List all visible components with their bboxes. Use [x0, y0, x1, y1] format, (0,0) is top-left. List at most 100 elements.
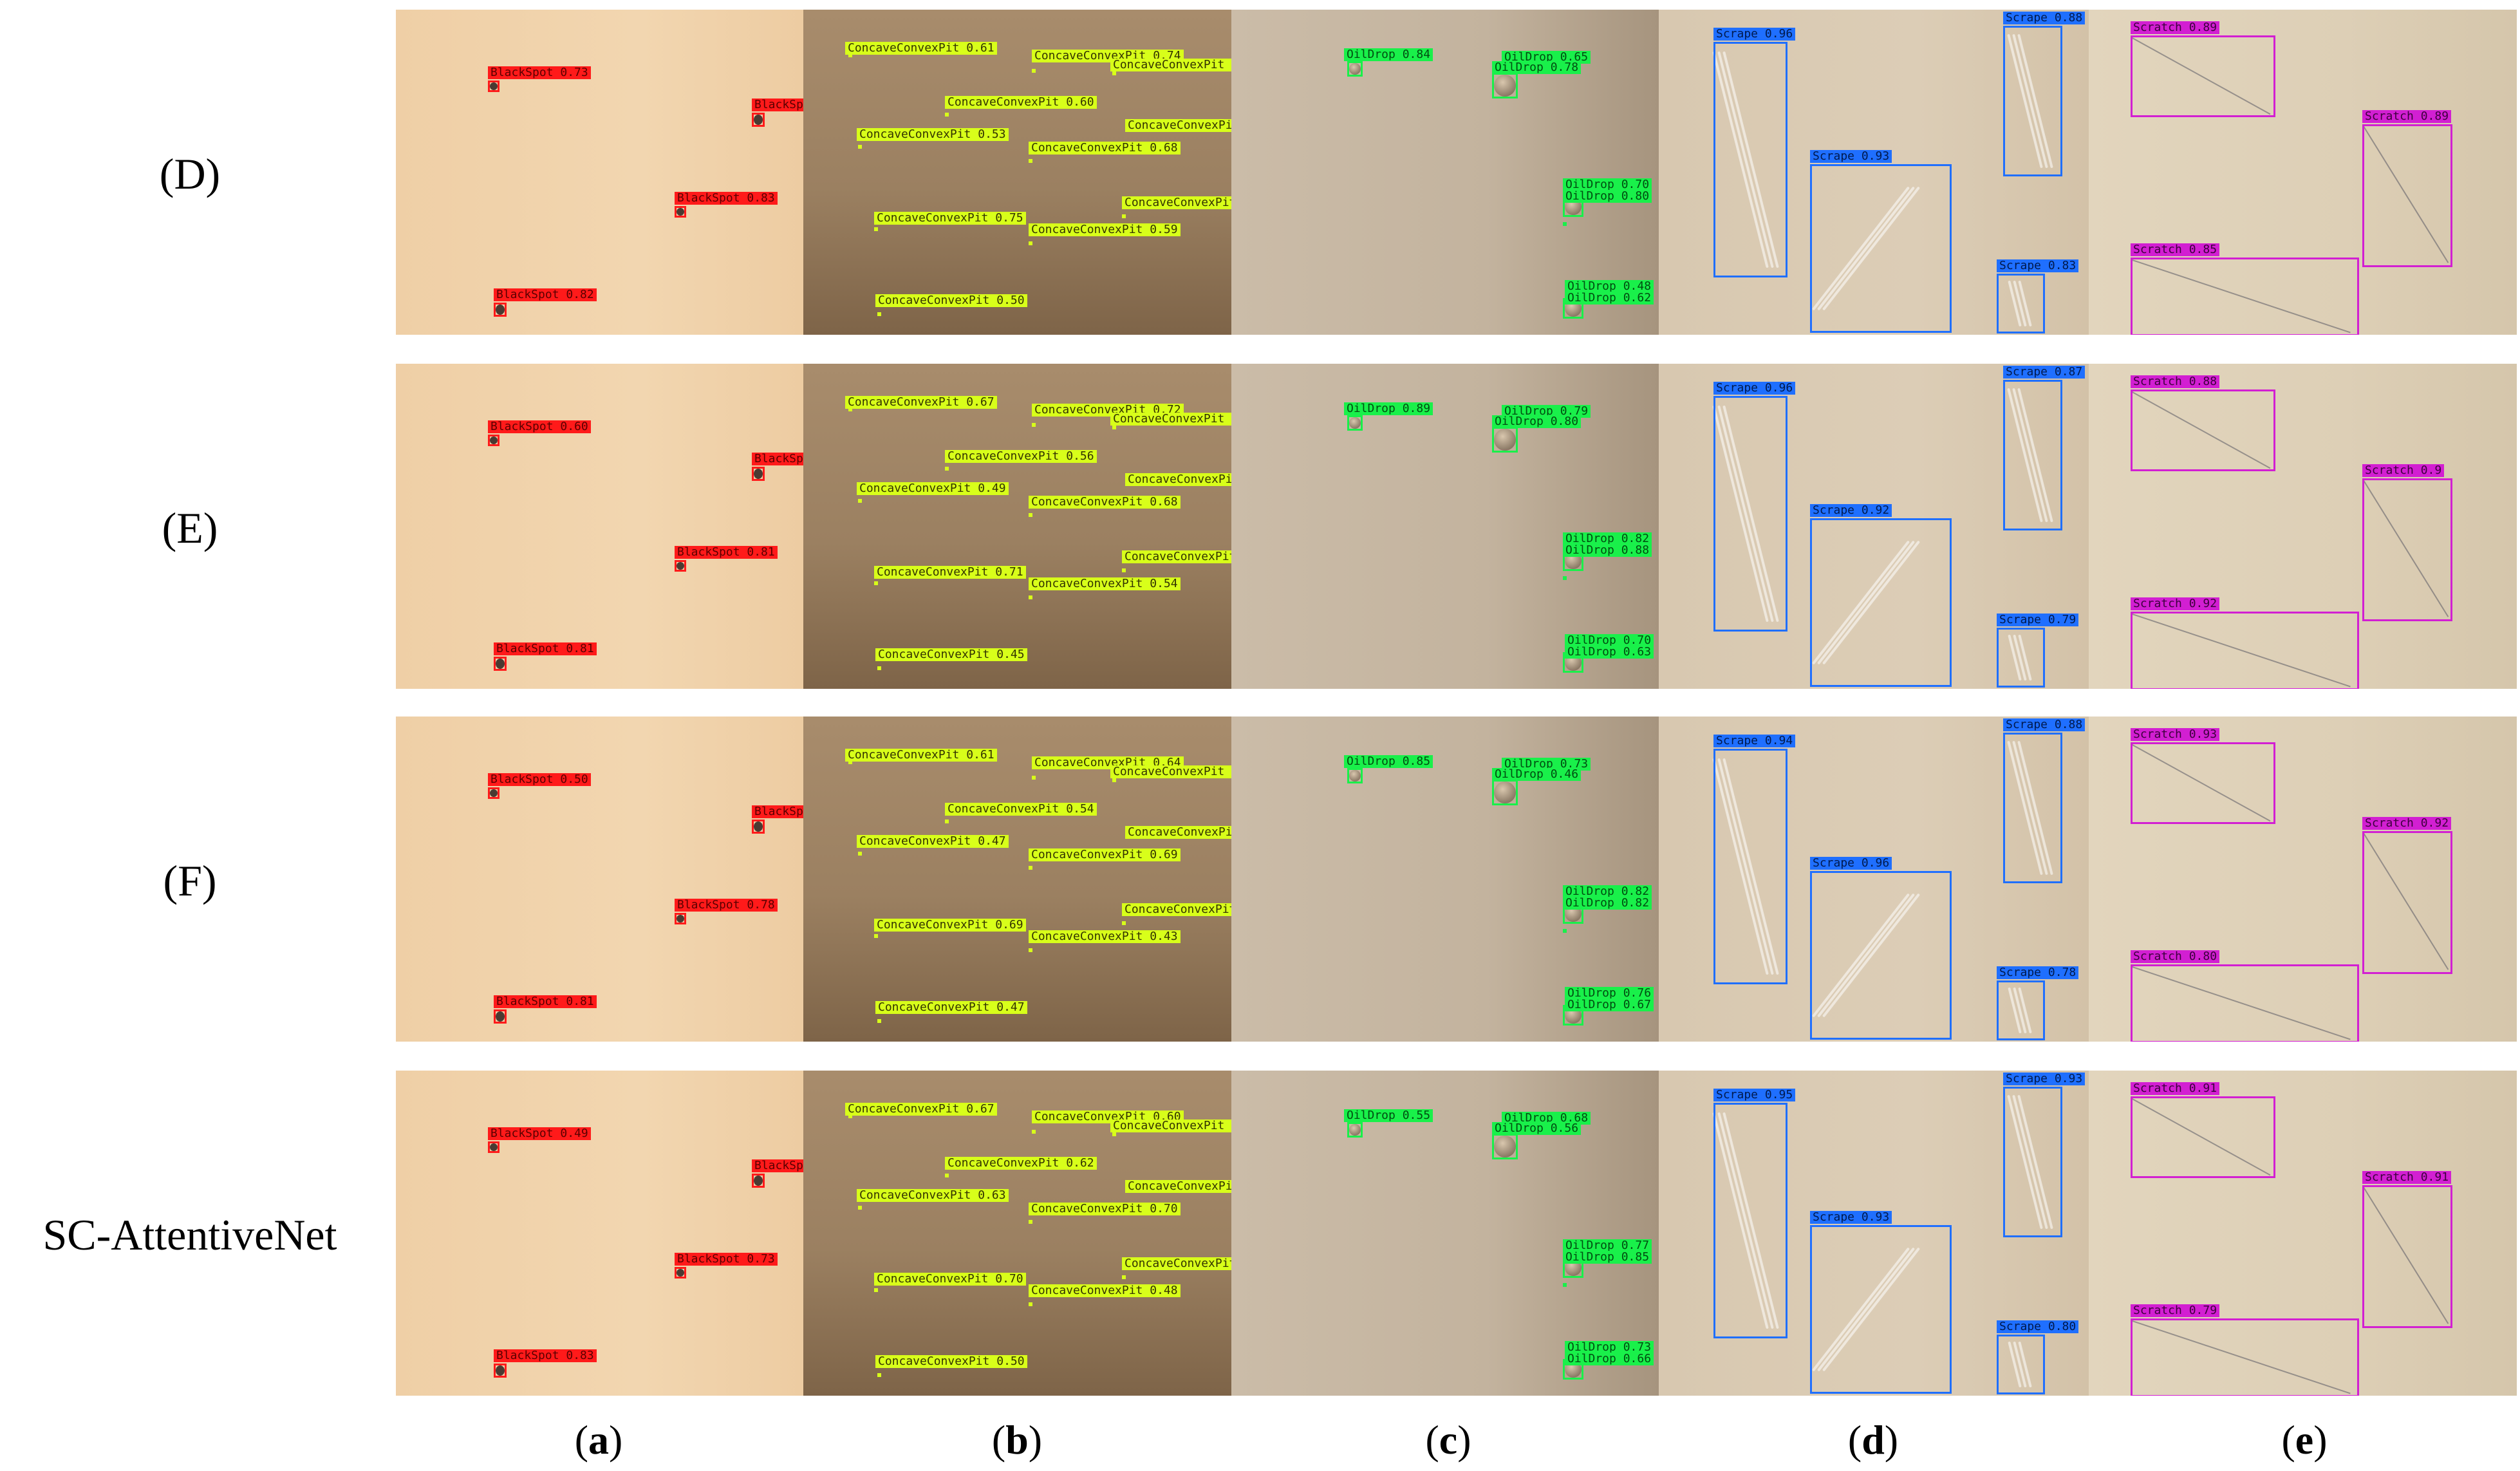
concave-pit-detection-label: ConcaveConvexPit 0.70 [1029, 1203, 1181, 1215]
oil-drop-defect [1494, 429, 1516, 451]
concave-pit-detection-box [874, 934, 878, 938]
oildrop-detection-label: OilDrop 0.70 [1563, 178, 1652, 191]
scrape-detection-box [2003, 733, 2062, 883]
blackspot-detection-box [675, 560, 686, 572]
concave-pit-detection-label: ConcaveConvexPit [1125, 119, 1231, 132]
oildrop-detection-label: OilDrop 0.77 [1563, 1239, 1652, 1252]
concave-pit-detection-label: ConcaveConvexPit [1125, 1180, 1231, 1193]
blackspot-detection-label: BlackSpot 0.82 [494, 288, 597, 301]
column-label: (e) [2281, 1417, 2328, 1463]
oildrop-detection-label: OilDrop 0.78 [1492, 61, 1582, 74]
scrape-detection-box [1810, 871, 1952, 1040]
scratch-detection-label: Scratch 0.92 [2362, 817, 2452, 830]
concave-pit-detection-label: ConcaveConvexPit 0.53 [857, 128, 1009, 141]
blackspot-detection-box [675, 913, 686, 924]
oil-drop-defect [1349, 1124, 1361, 1136]
scrape-detection-label: Scrape 0.83 [1997, 259, 2079, 272]
scratch-detection-label: Scratch 0.91 [2362, 1171, 2452, 1184]
oildrop-detection-label: OilDrop 0.70 [1565, 634, 1654, 647]
black-spot-defect [490, 82, 498, 90]
black-spot-defect [490, 436, 498, 444]
oil-drop-defect [1349, 417, 1361, 429]
black-spot-defect [754, 1176, 763, 1186]
oildrop-detection-label: OilDrop 0.67 [1565, 998, 1654, 1011]
oil-drop-defect [1494, 1136, 1516, 1157]
black-spot-defect [677, 1269, 684, 1277]
scratch-detection-box [2362, 478, 2452, 621]
blackspot-detection-box [488, 1141, 499, 1153]
concave-pit-detection-box [877, 312, 881, 316]
blackspot-detection-box [494, 303, 507, 317]
blackspot-detection-label: BlackSpot 0.50 [488, 773, 591, 786]
concave-pit-detection-box [945, 113, 949, 117]
concave-pit-detection-box [1122, 568, 1126, 572]
black-spot-defect [496, 305, 505, 315]
concave-pit-detection-box [1029, 1302, 1032, 1306]
concave-pit-detection-label: ConcaveConvexPit 0.45 [875, 648, 1027, 661]
scratch-detection-label: Scratch 0.80 [2131, 950, 2220, 963]
concave-pit-detection-label: ConcaveConvexPit 0.59 [1029, 223, 1181, 236]
concave-pit-detection-label: ConcaveConvexPit [1125, 826, 1231, 839]
concave-pit-detection-box [1122, 921, 1126, 925]
scrape-detection-box [1713, 396, 1787, 632]
scrape-detection-label: Scrape 0.88 [2003, 718, 2086, 731]
row-label: (E) [162, 503, 218, 552]
scrape-detection-label: Scrape 0.94 [1713, 735, 1796, 747]
scratch-detection-box [2131, 389, 2275, 471]
concave-pit-detection-box [1029, 866, 1032, 870]
black-spot-defect [754, 821, 763, 832]
blackspot-detection-box [752, 113, 765, 127]
black-spot-defect [496, 1365, 505, 1376]
scratch-detection-label: Scratch 0.89 [2131, 21, 2220, 34]
scratch-detection-label: Scratch 0.89 [2362, 110, 2452, 123]
column-label: (b) [991, 1417, 1043, 1463]
scrape-detection-label: Scrape 0.79 [1997, 614, 2079, 626]
concave-pit-detection-box [1112, 71, 1116, 75]
oildrop-detection-label: OilDrop 0.66 [1565, 1353, 1654, 1365]
concave-pit-detection-box [1032, 776, 1036, 780]
blackspot-detection-box [675, 206, 686, 218]
black-spot-defect [496, 1011, 505, 1022]
scrape-detection-box [1713, 1103, 1787, 1338]
oildrop-detection-box [1492, 1134, 1518, 1159]
concave-pit-detection-label: ConcaveConvexPit 0.56 [945, 450, 1097, 463]
concave-pit-detection-label: ConcaveConvexPit 0.63 [857, 1189, 1009, 1202]
concave-pit-detection-box [1029, 241, 1032, 245]
oildrop-detection-label: OilDrop 0.46 [1492, 768, 1582, 781]
concave-pit-detection-box [1122, 214, 1126, 218]
oil-drop-defect [1494, 782, 1516, 803]
concave-pit-detection-label: ConcaveConvexPit 0.50 [875, 294, 1027, 307]
concave-pit-detection-label: ConcaveConvexPit 0.67 [845, 396, 997, 409]
blackspot-detection-box [752, 820, 765, 834]
blackspot-detection-box [675, 1267, 686, 1279]
blackspot-detection-label: BlackSpot 0.83 [494, 1349, 597, 1362]
blackspot-detection-box [488, 787, 499, 799]
scratch-detection-label: Scratch 0.88 [2131, 375, 2220, 388]
concave-pit-detection-label: ConcaveConvexPit 0.68 [1029, 496, 1181, 509]
concave-pit-detection-label: ConcaveConvexPit 0.68 [1029, 142, 1181, 155]
scratch-detection-label: Scratch 0.9 [2362, 464, 2445, 477]
oildrop-detection-box [1347, 1122, 1363, 1138]
row-label: (D) [159, 149, 221, 198]
oildrop-detection-box [1563, 576, 1567, 580]
scrape-detection-box [2003, 380, 2062, 530]
oildrop-detection-label: OilDrop 0.79 [1502, 405, 1591, 418]
scratch-detection-box [2362, 1185, 2452, 1328]
blackspot-detection-label: BlackSpot 0.78 [675, 899, 778, 912]
concave-pit-detection-box [858, 1206, 862, 1210]
oildrop-detection-box [1347, 415, 1363, 431]
scratch-detection-label: Scratch 0.91 [2131, 1082, 2220, 1095]
scratch-detection-label: Scratch 0.85 [2131, 243, 2220, 256]
concave-pit-detection-box [874, 227, 878, 231]
